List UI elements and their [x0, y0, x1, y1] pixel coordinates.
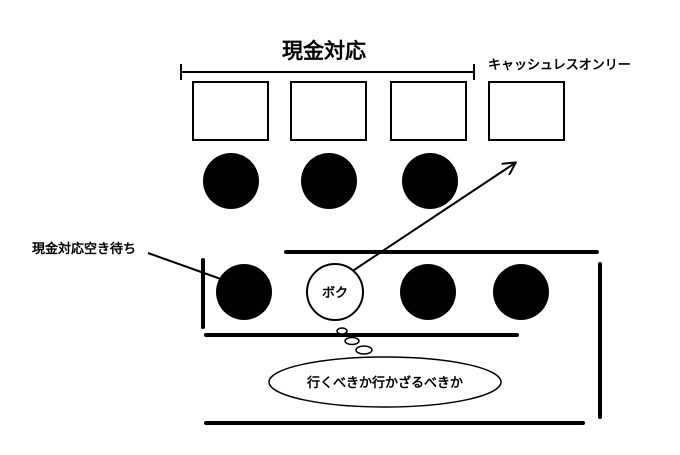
- me-label: ボク: [322, 285, 348, 301]
- queue-lane: [201, 250, 602, 425]
- cashless-only-label: キャッシュレスオンリー: [488, 58, 631, 73]
- cash-registers-bracket: [180, 64, 475, 80]
- cashless-register: [488, 81, 565, 141]
- thought-bubble-trail: [336, 327, 373, 355]
- thought-text: 行くべきか行かざるべきか: [306, 375, 463, 391]
- cash-register-1: [192, 81, 269, 141]
- waiting-queue-label: 現金対応空き待ち: [32, 241, 136, 257]
- waiting-customer-4: [493, 264, 549, 320]
- waiting-customer-3: [400, 264, 456, 320]
- customer-at-register-3: [402, 153, 458, 209]
- customer-at-register-2: [301, 153, 357, 209]
- cash-header-label: 現金対応: [282, 39, 366, 63]
- waiting-pointer-line: [147, 252, 233, 284]
- cash-register-2: [290, 81, 367, 141]
- customer-at-register-1: [203, 153, 259, 209]
- thought-bubble: [268, 356, 502, 408]
- cash-register-3: [390, 81, 467, 141]
- waiting-customer-1: [216, 264, 272, 320]
- me-circle: [306, 263, 364, 321]
